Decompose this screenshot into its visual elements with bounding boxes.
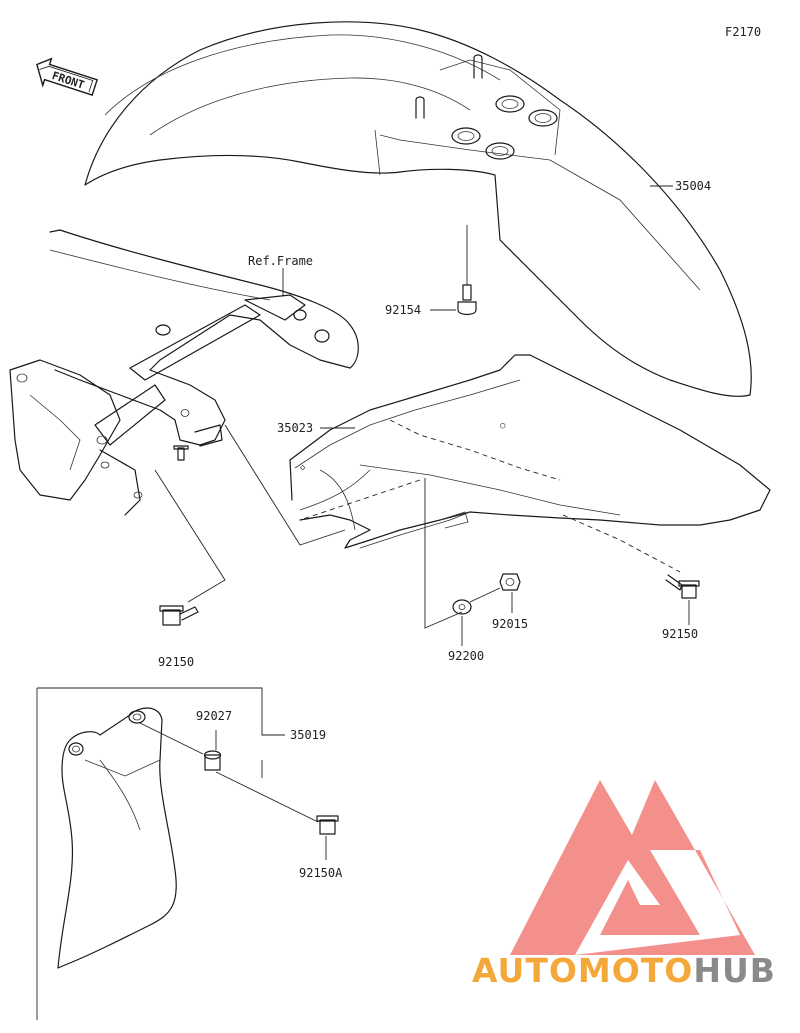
screw-92154-icon <box>457 225 477 316</box>
logo-shape <box>510 780 755 955</box>
small-mark: ◇ <box>300 463 306 473</box>
frame-reference <box>9 229 359 516</box>
label-92200: 92200 <box>448 649 484 663</box>
small-mark-2: ○ <box>500 421 506 431</box>
washer-92200-icon <box>424 478 472 646</box>
watermark-logo <box>510 780 755 955</box>
label-92027: 92027 <box>196 709 232 723</box>
label-92154: 92154 <box>385 303 421 317</box>
mud-guard-group <box>36 687 285 1020</box>
label-92150-left: 92150 <box>158 655 194 669</box>
label-35004: 35004 <box>675 179 711 193</box>
nut-92015-icon <box>469 573 521 613</box>
label-92015: 92015 <box>492 617 528 631</box>
label-92150-right: 92150 <box>662 627 698 641</box>
bolt-92150-right-icon <box>665 574 700 625</box>
label-92150a: 92150A <box>299 866 343 880</box>
figure-code: F2170 <box>725 25 761 39</box>
collar-92027-icon <box>139 722 222 771</box>
label-35019: 35019 <box>290 728 326 742</box>
bolt-92150-left-icon <box>154 424 346 626</box>
watermark-text: AUTOMOTOHUB <box>472 951 776 990</box>
ref-frame-label: Ref.Frame <box>248 254 313 268</box>
lower-fender: ◇ ○ <box>289 354 771 549</box>
bolt-92150a-icon <box>215 771 339 860</box>
front-fender <box>84 21 752 397</box>
front-arrow-icon: FRONT <box>36 57 98 96</box>
label-35023: 35023 <box>277 421 313 435</box>
